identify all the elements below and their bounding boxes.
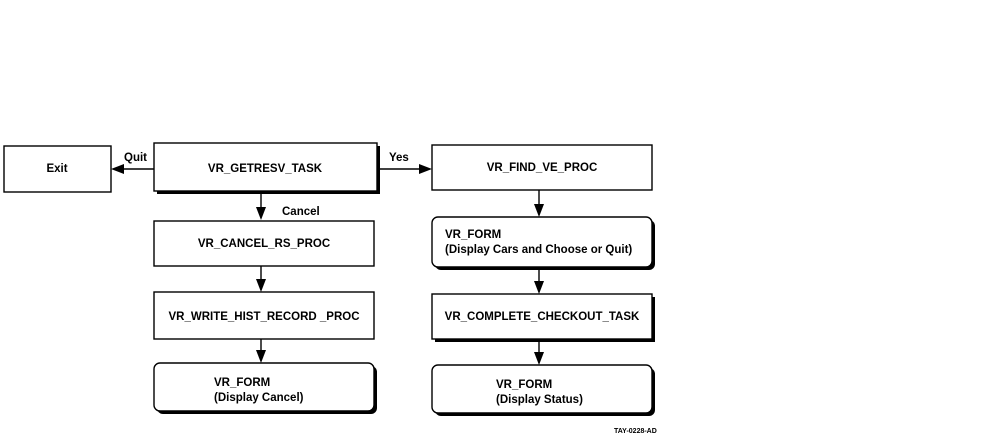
- edge-find-ve-to-form-cars: [534, 190, 544, 217]
- edge-cancel-label: Cancel: [282, 206, 320, 218]
- node-form-display-cancel: VR_FORM (Display Cancel): [153, 362, 377, 414]
- node-complete-checkout-task: VR_COMPLETE_CHECKOUT_TASK: [431, 293, 655, 342]
- node-find-ve-proc: VR_FIND_VE_PROC: [431, 144, 653, 191]
- node-form-display-cancel-line1: VR_FORM: [214, 377, 270, 389]
- node-form-display-cars-line1: VR_FORM: [445, 229, 501, 241]
- node-exit: Exit: [3, 145, 112, 193]
- node-form-display-status: VR_FORM (Display Status): [431, 364, 655, 416]
- node-cancel-rs-proc-label: VR_CANCEL_RS_PROC: [198, 238, 330, 250]
- edge-write-hist-to-form-cancel: [256, 339, 266, 363]
- edge-cancel: Cancel: [256, 194, 320, 220]
- node-write-hist-record-proc-label: VR_WRITE_HIST_RECORD _PROC: [168, 311, 359, 323]
- edge-yes: Yes: [380, 152, 432, 174]
- edge-quit-label: Quit: [124, 152, 147, 164]
- node-write-hist-record-proc: VR_WRITE_HIST_RECORD _PROC: [153, 291, 375, 340]
- node-getresv-task: VR_GETRESV_TASK: [153, 142, 380, 194]
- node-find-ve-proc-label: VR_FIND_VE_PROC: [487, 162, 598, 174]
- edge-form-cars-to-checkout: [534, 270, 544, 294]
- node-form-display-status-line1: VR_FORM: [496, 379, 552, 391]
- node-form-display-cars-line2: (Display Cars and Choose or Quit): [445, 244, 632, 256]
- edge-yes-label: Yes: [389, 152, 409, 164]
- node-form-display-status-line2: (Display Status): [496, 394, 583, 406]
- node-cancel-rs-proc: VR_CANCEL_RS_PROC: [153, 220, 375, 267]
- edge-checkout-to-form-status: [534, 342, 544, 365]
- edge-quit: Quit: [111, 152, 154, 174]
- edge-cancel-to-write-hist: [256, 266, 266, 292]
- node-complete-checkout-task-label: VR_COMPLETE_CHECKOUT_TASK: [445, 311, 640, 323]
- node-form-display-cars: VR_FORM (Display Cars and Choose or Quit…: [431, 216, 655, 270]
- node-form-display-cancel-line2: (Display Cancel): [214, 392, 304, 404]
- node-getresv-task-label: VR_GETRESV_TASK: [208, 163, 323, 175]
- figure-id: TAY-0228-AD: [614, 428, 657, 435]
- node-exit-label: Exit: [46, 163, 67, 175]
